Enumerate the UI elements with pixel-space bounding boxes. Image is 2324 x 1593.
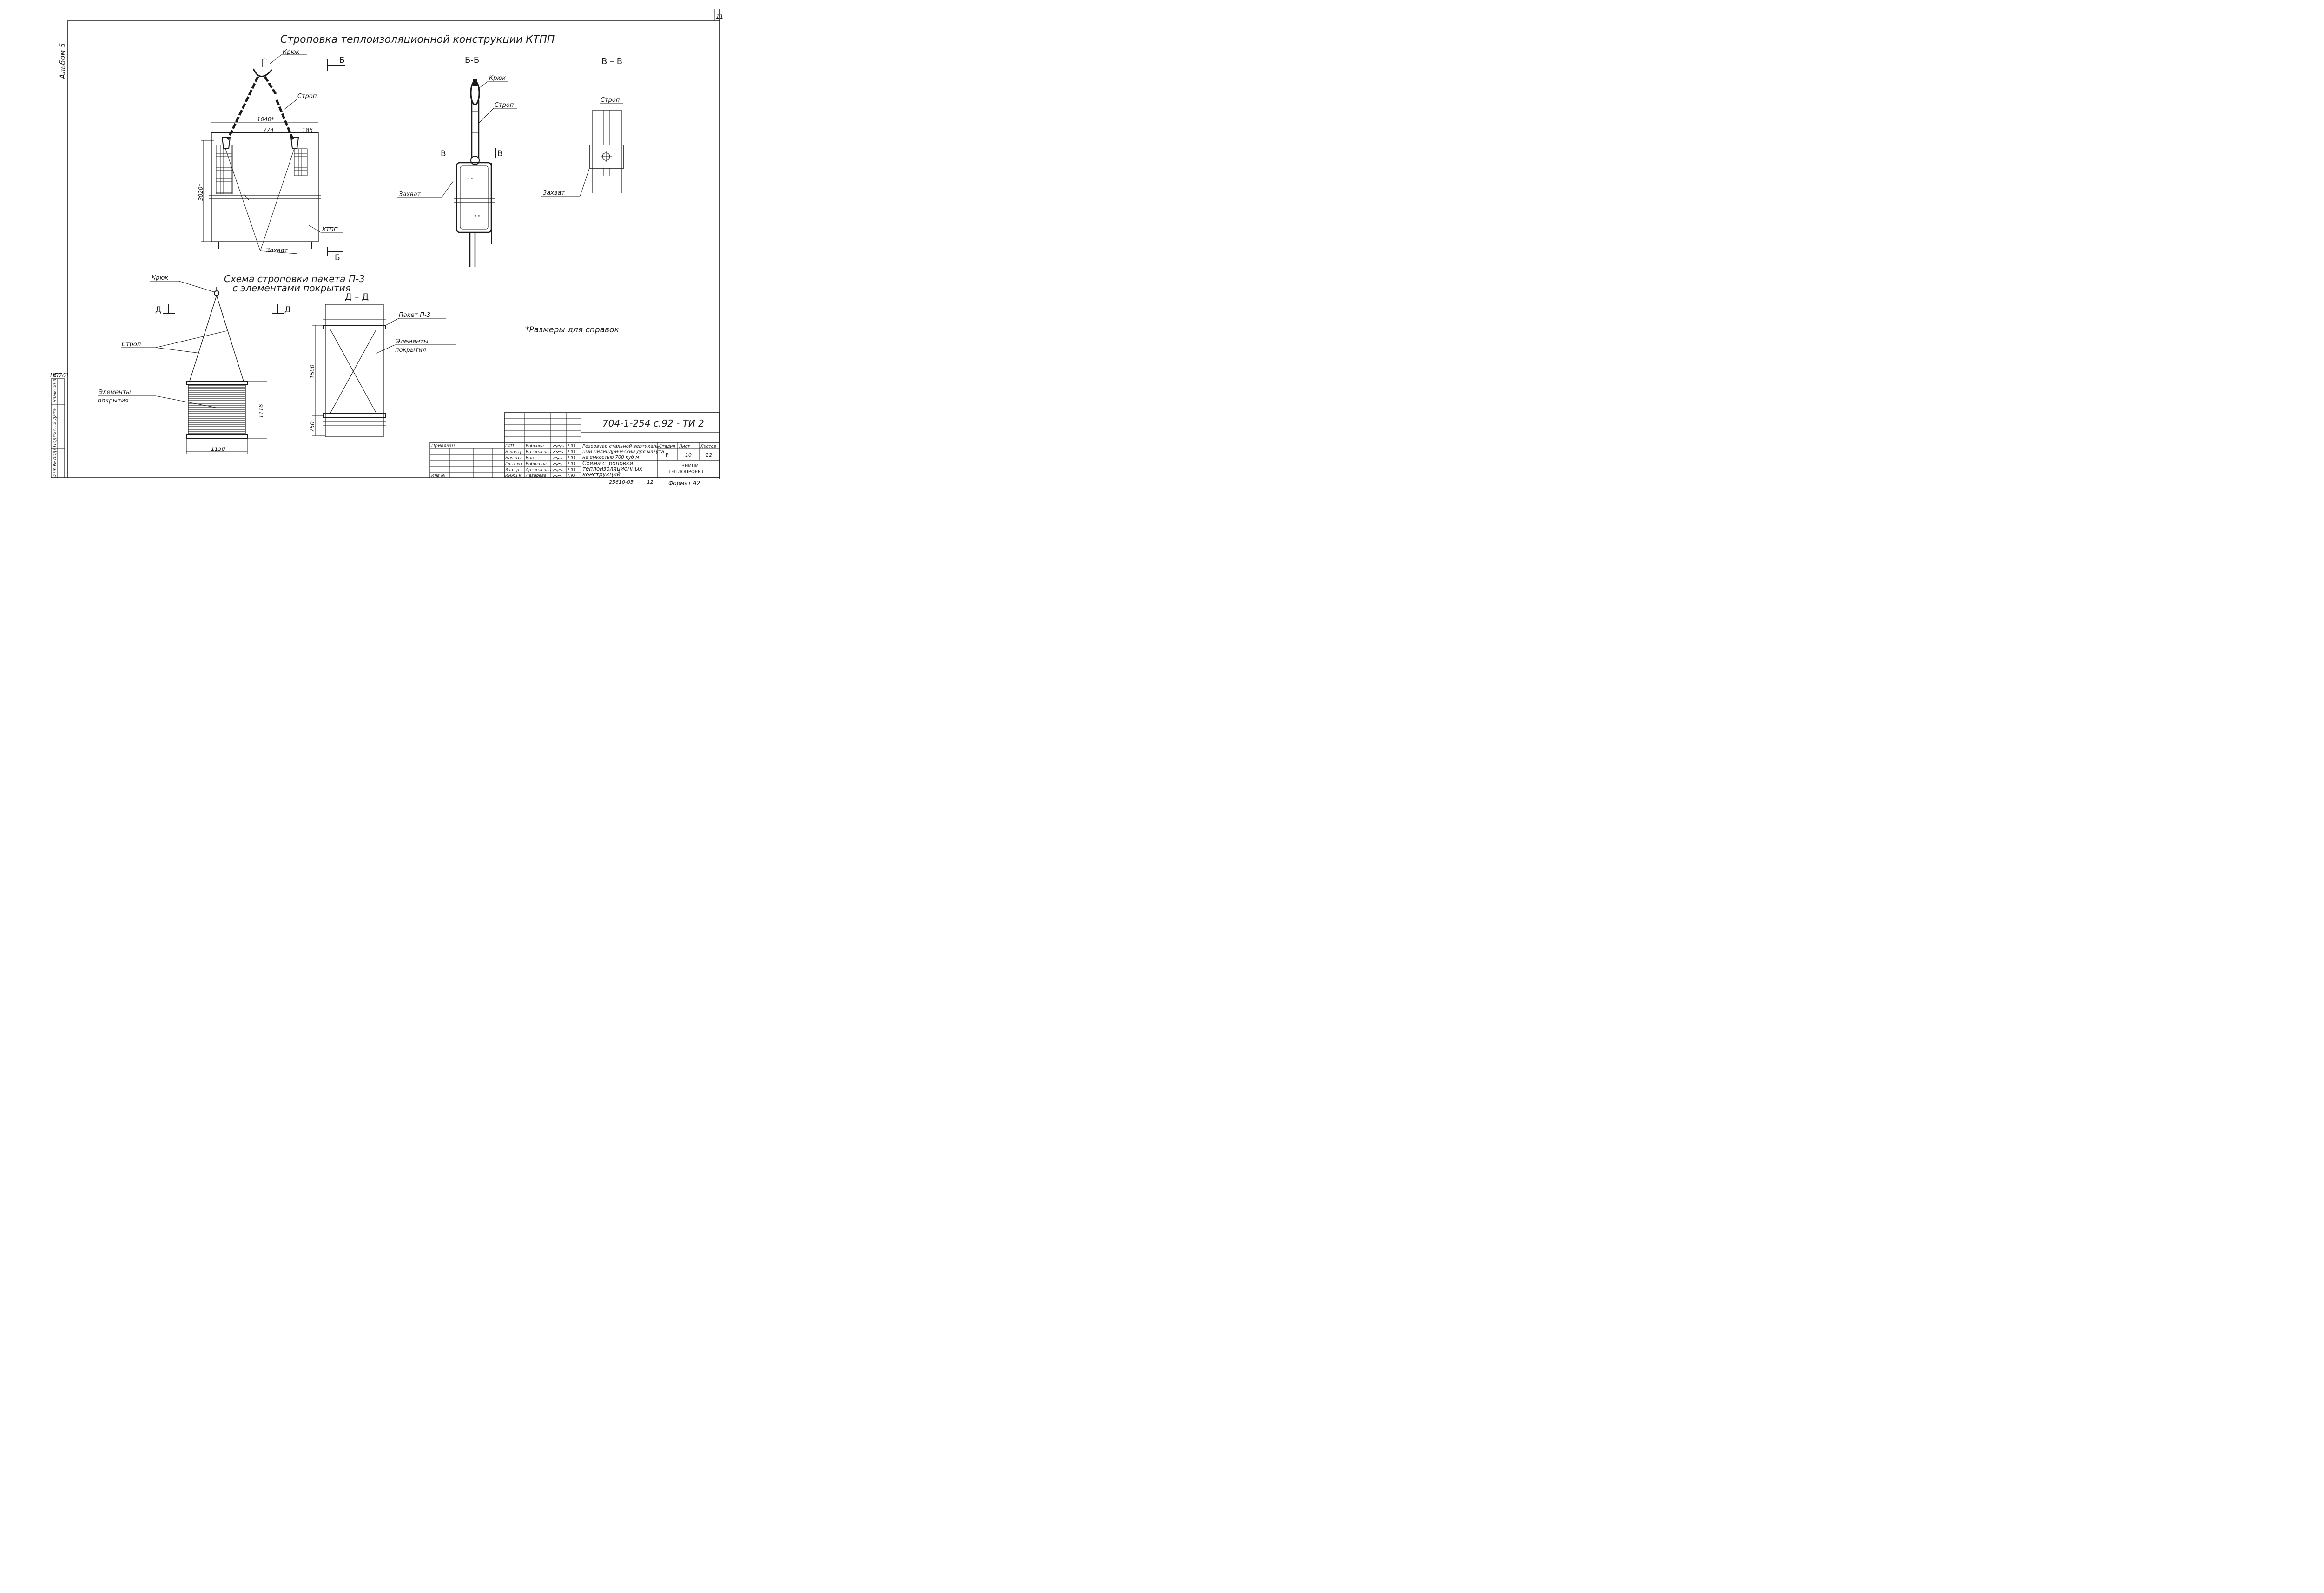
role-nachotd: Нач.отд (505, 456, 522, 461)
section-bb-title: Б-Б (465, 55, 479, 65)
signature-3 (553, 457, 563, 460)
ktpp-main-view: Крюк Строп 1040* 774 186 3020* (198, 49, 345, 263)
signature-5 (553, 469, 563, 472)
drawing-title-2: теплоизоляционных (582, 466, 643, 472)
role-zavgr: Зав.гр (505, 468, 519, 473)
stamp-inv-label: Инв № подл (53, 448, 58, 477)
name-6: Лазарева (525, 474, 547, 478)
bound-label: Привязан (431, 443, 455, 448)
object-desc-3: на емкостью 700 куб м (582, 454, 639, 460)
package-title-2: с элементами покрытия (232, 283, 351, 294)
package-section-mark-right: Д (284, 305, 290, 315)
drawing-title-3: конструкций (582, 471, 621, 478)
dd-dim-lower: 750 (309, 421, 316, 432)
dd-package-label: Пакет П-3 (399, 312, 430, 319)
dim-top-width: 1040* (257, 116, 274, 123)
package-title-1: Схема строповки пакета П-3 (224, 273, 365, 284)
reference-note: *Размеры для справок (525, 325, 619, 335)
svg-text:" ": " " (467, 178, 473, 183)
signature-2 (553, 450, 563, 454)
name-4: Бобикова (526, 462, 547, 467)
svg-text:" ": " " (474, 215, 480, 220)
title-block: 704-1-254 с.92 - ТИ 2 Привязан Инв № ГИП… (429, 412, 720, 487)
object-desc-1: Резервуар стальной вертикаль- (582, 444, 661, 449)
col-sheet-header: Лист (679, 444, 690, 449)
stamp-replace-label: Взам. инв № (53, 372, 58, 402)
main-sling-label: Строп (297, 93, 317, 100)
name-3: Ков (526, 456, 534, 461)
package-sling-label: Строп (122, 341, 141, 348)
section-vv-title: В – В (601, 57, 622, 66)
date-4: 7.93 (567, 462, 575, 466)
dd-elements-label-2: покрытия (395, 347, 426, 354)
date-5: 7.93 (567, 468, 575, 472)
signature-1 (553, 445, 564, 448)
signature-6 (553, 475, 562, 477)
date-3: 7.93 (567, 456, 575, 460)
drawing-sheet: 11 Альбом 5 НП761 Инв № подл Подпись и д… (50, 9, 724, 487)
sheet-frame: 11 (51, 9, 724, 479)
main-grip-label: Захват (266, 247, 288, 254)
section-mark-bottom: Б (335, 253, 340, 263)
main-title: Строповка теплоизоляционной конструкции … (280, 34, 555, 46)
org-name-2: ТЕПЛОПРОЕКТ (668, 469, 704, 474)
package-dim-height: 1116 (258, 404, 264, 418)
inv-label: Инв № (431, 474, 445, 478)
format-label: Формат А2 (668, 480, 700, 487)
package-hook-label: Крюк (152, 275, 168, 282)
dim-inner: 774 (263, 127, 274, 133)
bb-grip-label: Захват (399, 191, 421, 198)
col-stage-header: Стадия (659, 444, 675, 449)
copy-number: 12 (647, 479, 654, 485)
dim-offset: 186 (302, 127, 313, 133)
main-ktpp-label: КТПП (322, 226, 338, 233)
album-label: Альбом 5 (58, 43, 67, 79)
vv-grip-label: Захват (543, 190, 565, 197)
side-number: НП761 (50, 372, 69, 379)
section-mark-top: Б (339, 56, 345, 65)
bb-cut-mark-right: В (497, 149, 503, 158)
package-section-mark-left: Д (155, 305, 161, 315)
role-nkontr: Н.контр (505, 450, 523, 454)
sheet-corner-number: 11 (716, 13, 724, 20)
org-name-1: ВНИПИ (681, 463, 699, 468)
package-elements-label-1: Элементы (98, 389, 131, 396)
dim-height: 3020* (198, 184, 204, 201)
object-desc-2: ный цилиндрический для мазута (582, 449, 664, 454)
name-2: Казанасова (526, 450, 551, 454)
stamp-sign-label: Подпись и дата (53, 408, 58, 447)
document-code: 704-1-254 с.92 - ТИ 2 (602, 418, 704, 429)
section-vv-view: Строп Захват (541, 97, 624, 197)
date-2: 7.93 (567, 450, 575, 454)
stage-value: Р (666, 452, 669, 458)
sheet-value: 10 (685, 452, 692, 458)
col-sheets-header: Листов (700, 444, 716, 449)
role-gltekh: Гл.техн (505, 462, 522, 467)
bb-sling-label: Строп (495, 102, 514, 109)
role-gip: ГИП (505, 444, 514, 448)
date-1: 7.93 (567, 444, 575, 448)
sheets-value: 12 (706, 452, 712, 458)
main-hook-label: Крюк (283, 49, 299, 56)
section-dd-title: Д – Д (345, 292, 369, 302)
date-6: 7.93 (567, 474, 575, 478)
package-view: Крюк Строп Элементы покрытия 1116 1150 Д… (98, 275, 290, 454)
package-dim-width: 1150 (211, 446, 225, 452)
vv-sling-label: Строп (601, 97, 620, 104)
bb-cut-mark-left: В (441, 149, 446, 158)
name-1: Бобкова (526, 444, 544, 448)
package-elements-label-2: покрытия (98, 397, 129, 404)
signature-4 (553, 463, 562, 466)
side-stamp: НП761 Инв № подл Подпись и дата Взам. ин… (50, 372, 69, 478)
bb-hook-label: Крюк (489, 75, 506, 82)
section-bb-view: Крюк Строп " " " " В В Захват (397, 75, 517, 267)
dd-elements-label-1: Элементы (396, 338, 429, 345)
name-5: Арзанасова (525, 468, 551, 473)
drawing-title-1: Схема строповки (582, 460, 633, 467)
order-number: 25610-05 (609, 479, 634, 485)
dd-dim-upper: 1500 (309, 364, 316, 379)
role-inzh: Инж.I к (505, 474, 522, 478)
section-dd-view: Пакет П-3 Элементы покрытия 1500 750 (309, 304, 456, 437)
